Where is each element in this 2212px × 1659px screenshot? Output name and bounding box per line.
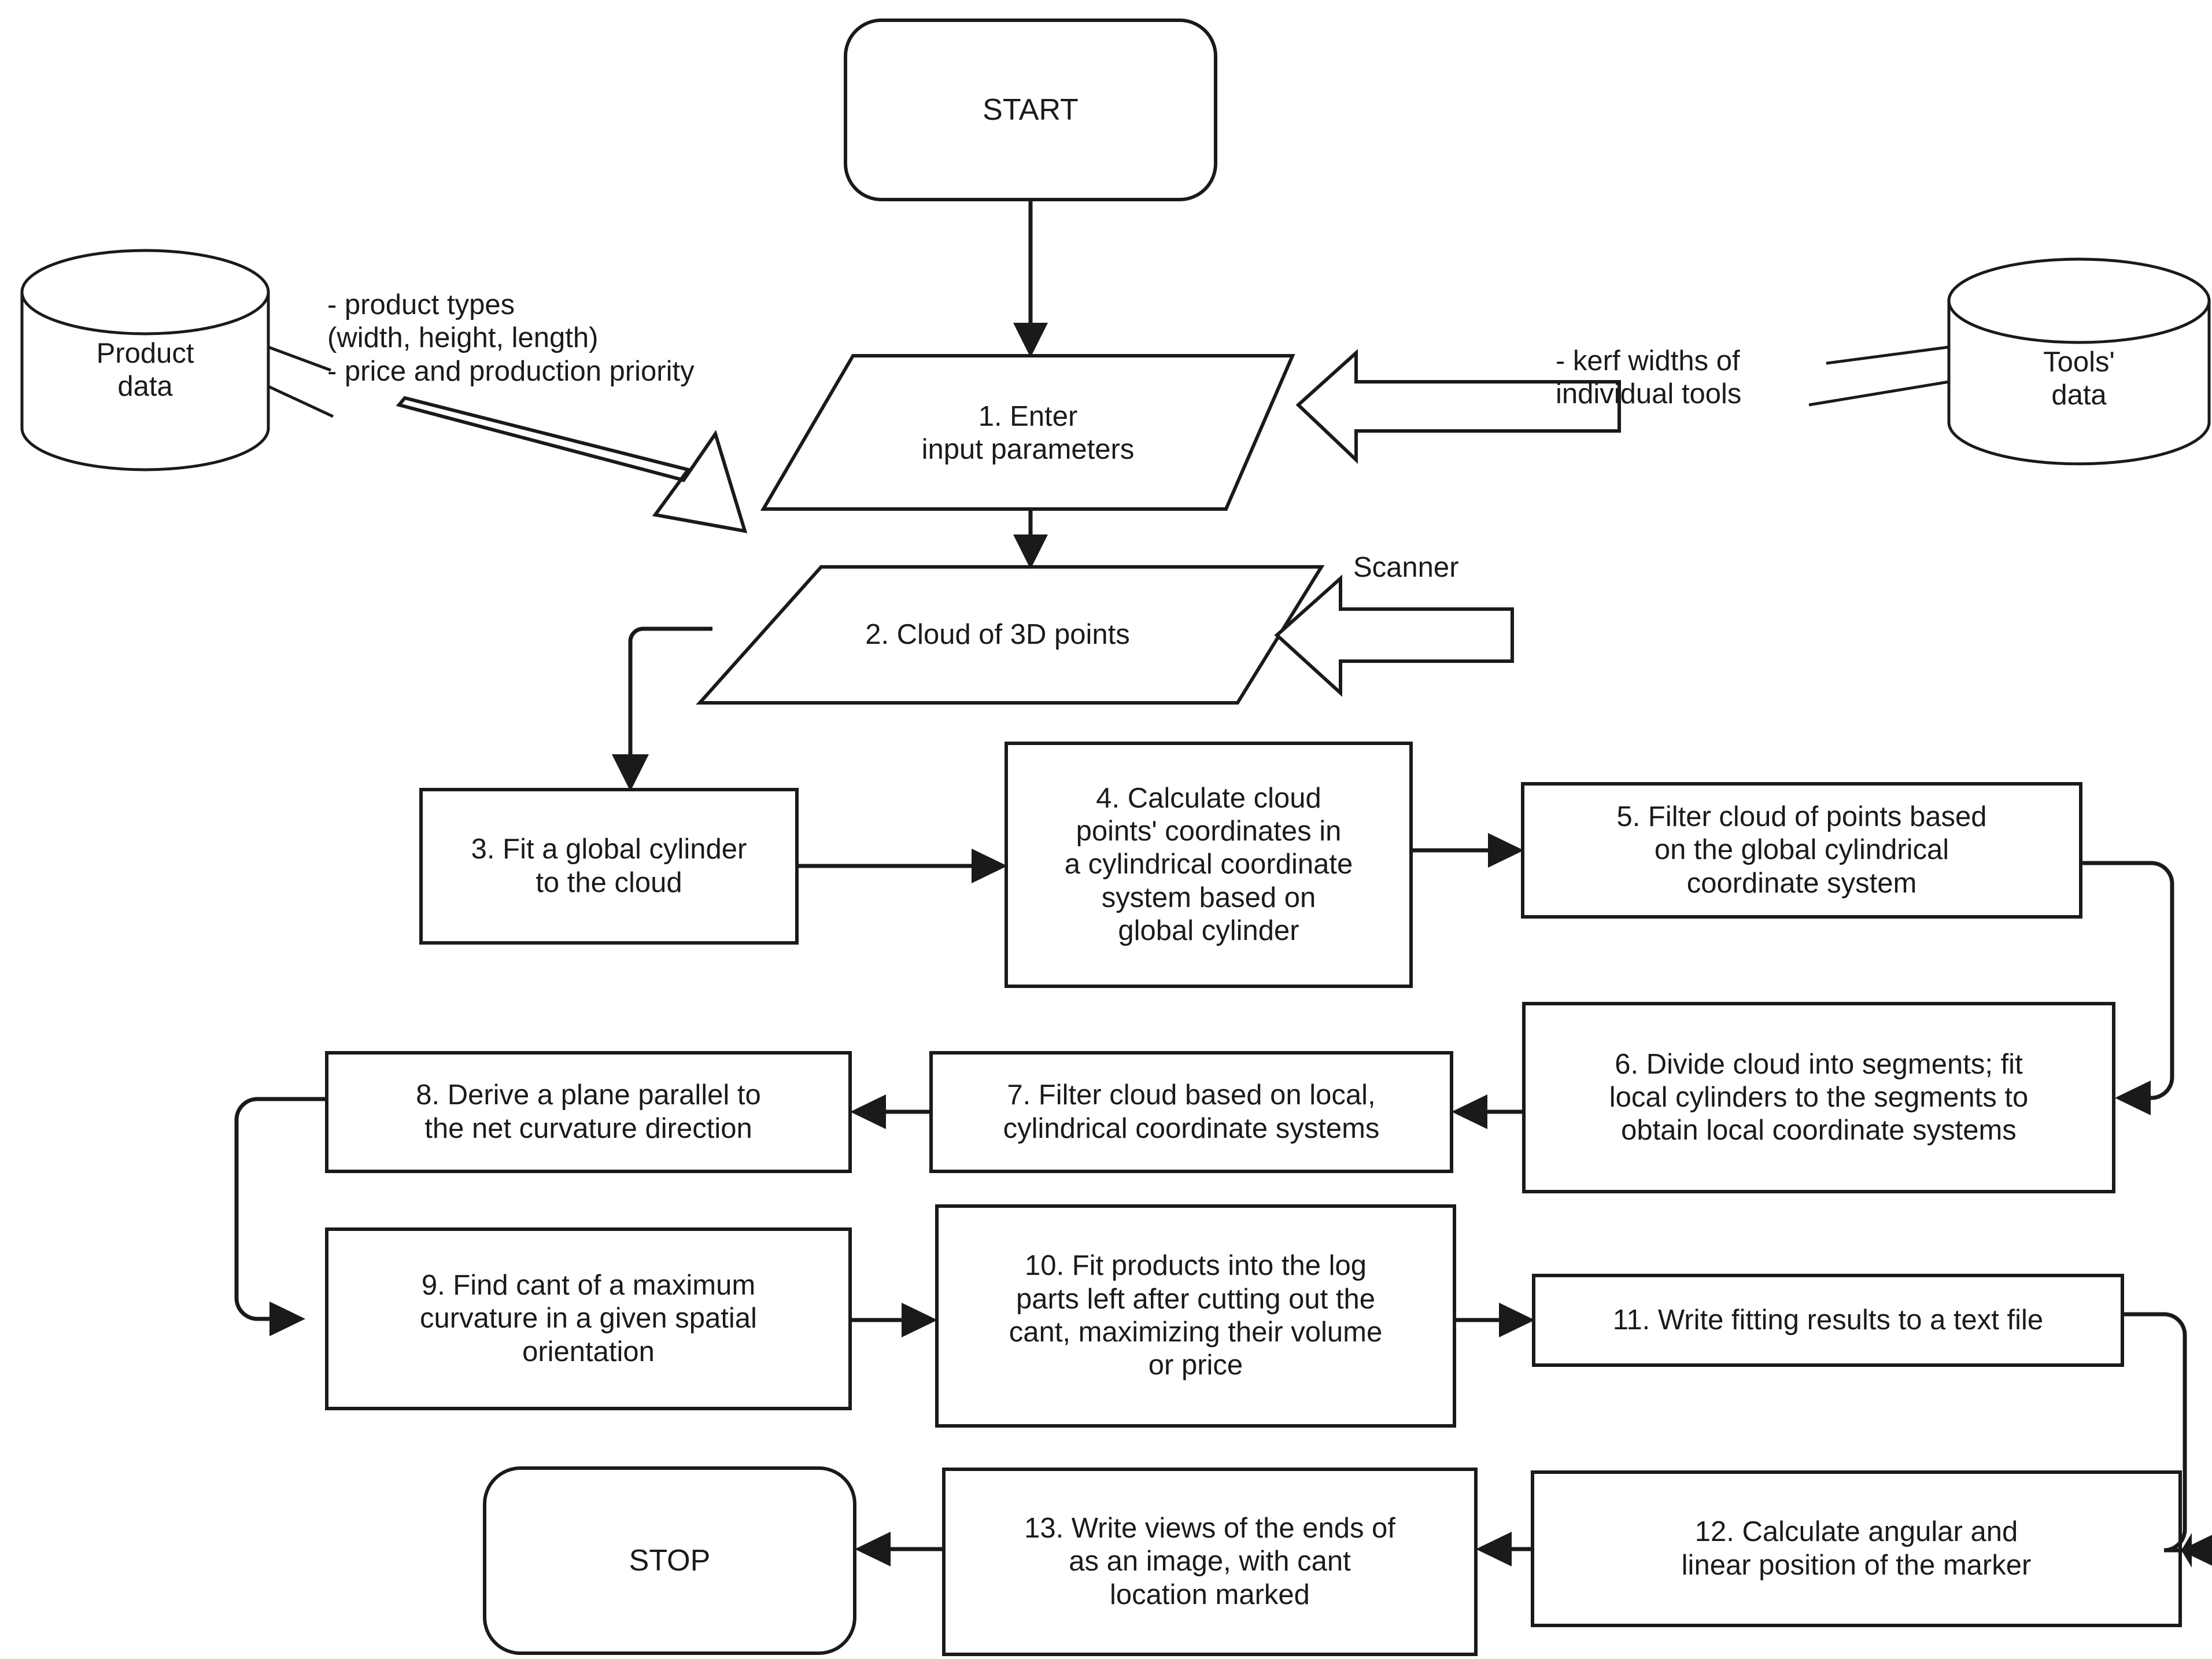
- step-2-label: 2. Cloud of 3D points: [865, 618, 1130, 650]
- step-2-parallelogram: [696, 565, 1325, 705]
- connector-1-to-2: [1013, 509, 1048, 569]
- connector-2-to-3: [612, 626, 712, 791]
- connector-11-to-12-entry: [2180, 1535, 2212, 1566]
- product-data-cylinder: [20, 249, 270, 471]
- step-9-label: 9. Find cant of a maximum curvature in a…: [420, 1270, 757, 1367]
- stop-terminator: [483, 1466, 856, 1655]
- connector-8-to-9: [234, 1097, 327, 1336]
- connector-7-to-8: [850, 1094, 931, 1129]
- step-4-box: [1005, 742, 1413, 988]
- connector-4-to-5: [1411, 833, 1524, 868]
- tools-data-label: Tools' data: [2043, 346, 2115, 411]
- product-data-label: Product data: [96, 337, 194, 402]
- stop-label: STOP: [629, 1543, 711, 1577]
- connector-13-to-stop: [855, 1532, 944, 1566]
- step-8-label: 8. Derive a plane parallel to the net cu…: [416, 1079, 761, 1144]
- step-7-box: [929, 1051, 1453, 1173]
- connector-10-to-11: [1454, 1303, 1535, 1337]
- step-8-box: [325, 1051, 852, 1173]
- step-3-label: 3. Fit a global cylinder to the cloud: [471, 834, 747, 898]
- connector-6-to-7: [1452, 1094, 1524, 1129]
- scanner-annotation: Scanner: [1353, 552, 1459, 584]
- product-inputs-annotation: - product types (width, height, length) …: [327, 289, 695, 387]
- start-label: START: [983, 93, 1079, 127]
- connector-12-to-13: [1476, 1532, 1532, 1566]
- product-data-leaders: [267, 345, 334, 418]
- step-11-label: 11. Write fitting results to a text file: [1612, 1304, 2044, 1336]
- step-13-label: 13. Write views of the ends of as an ima…: [1024, 1513, 1395, 1610]
- tools-data-big-arrow: [1295, 349, 1621, 464]
- connector-9-to-10: [850, 1303, 937, 1337]
- step-12-label: 12. Calculate angular and linear positio…: [1681, 1516, 2032, 1581]
- step-13-box: [942, 1468, 1478, 1656]
- step-12-box: [1531, 1470, 2182, 1627]
- step-5-label: 5. Filter cloud of points based on the g…: [1616, 801, 1987, 899]
- tools-data-cylinder: [1947, 257, 2211, 466]
- step-5-box: [1521, 782, 2082, 919]
- connector-start-to-1: [1013, 200, 1048, 357]
- step-6-label: 6. Divide cloud into segments; fit local…: [1609, 1048, 2029, 1146]
- scanner-big-arrow: [1274, 574, 1514, 697]
- step-10-label: 10. Fit products into the log parts left…: [1009, 1250, 1383, 1381]
- step-9-box: [325, 1227, 852, 1410]
- tools-data-leaders: [1808, 345, 1949, 407]
- step-1-parallelogram: [760, 354, 1295, 511]
- step-4-label: 4. Calculate cloud points' coordinates i…: [1064, 782, 1353, 946]
- step-10-box: [935, 1204, 1456, 1428]
- step-6-box: [1522, 1002, 2115, 1193]
- tools-inputs-annotation: - kerf widths of individual tools: [1556, 345, 1742, 410]
- product-data-big-arrow: [396, 396, 748, 533]
- connector-3-to-4: [797, 849, 1007, 883]
- step-7-label: 7. Filter cloud based on local, cylindri…: [1003, 1079, 1380, 1144]
- connector-5-to-6: [2081, 861, 2174, 1115]
- step-1-label: 1. Enter input parameters: [921, 400, 1135, 465]
